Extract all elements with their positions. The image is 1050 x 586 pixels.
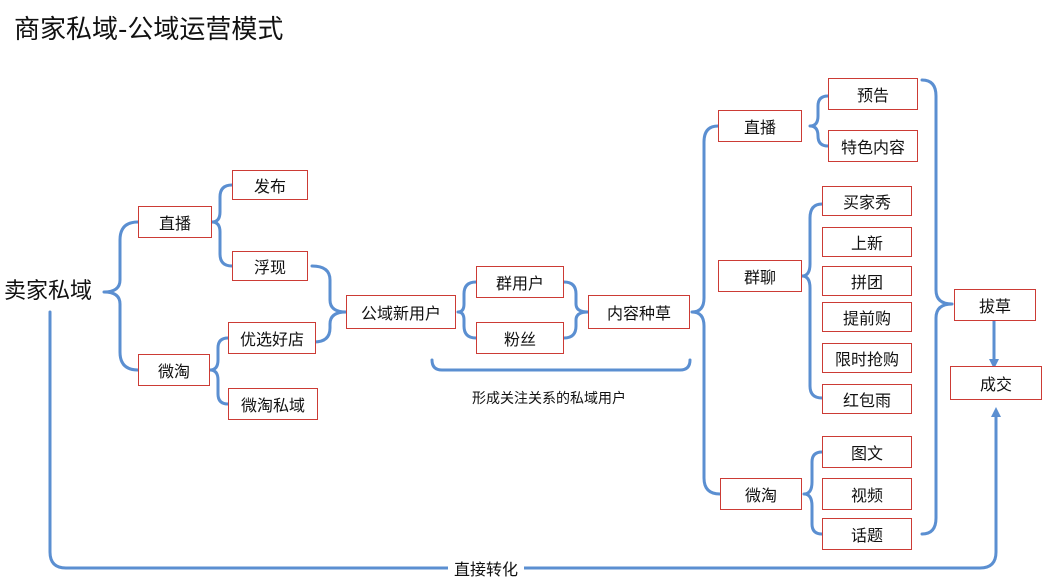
- brace-right-main: [690, 124, 722, 496]
- brace-left-live: [210, 183, 234, 268]
- node-right-red-packet: 红包雨: [822, 384, 912, 414]
- node-right-new-arrival: 上新: [822, 227, 912, 257]
- node-root-seller-private: 卖家私域: [4, 279, 93, 304]
- node-right-video: 视频: [822, 478, 912, 510]
- brace-root: [102, 220, 140, 372]
- node-right-special-content: 特色内容: [828, 130, 918, 162]
- node-group-users: 群用户: [476, 266, 564, 298]
- node-grass-pull: 拔草: [954, 289, 1036, 321]
- node-right-flash-sale: 限时抢购: [822, 343, 912, 373]
- node-right-weitao: 微淘: [720, 478, 802, 510]
- brace-right-final: [920, 78, 954, 536]
- node-right-group-buy: 拼团: [822, 266, 912, 296]
- diagram-title: 商家私域-公域运营模式: [14, 15, 284, 45]
- node-right-image-text: 图文: [822, 436, 912, 468]
- brace-right-weitao: [802, 450, 824, 536]
- node-left-float: 浮现: [232, 251, 308, 281]
- brace-right-live: [808, 94, 830, 148]
- node-right-live: 直播: [718, 110, 802, 142]
- label-private-users: 形成关注关系的私域用户: [472, 388, 626, 408]
- brace-split-users: [456, 280, 478, 340]
- node-right-buyer-show: 买家秀: [822, 186, 912, 216]
- label-direct-convert: 直接转化: [448, 556, 525, 580]
- node-right-topic: 话题: [822, 518, 912, 550]
- node-right-group-chat: 群聊: [718, 260, 802, 292]
- node-left-weitao: 微淘: [138, 354, 210, 386]
- node-right-preview: 预告: [828, 78, 918, 110]
- node-content-seeding: 内容种草: [588, 295, 690, 329]
- node-public-new-users: 公域新用户: [346, 295, 456, 329]
- brace-left-weitao: [208, 336, 230, 406]
- bracket-private-users: [430, 358, 692, 372]
- node-deal: 成交: [950, 366, 1042, 400]
- brace-right-group: [800, 202, 824, 400]
- node-left-live: 直播: [138, 206, 212, 238]
- node-left-publish: 发布: [232, 170, 308, 200]
- node-left-weitao-private: 微淘私域: [228, 388, 318, 420]
- node-fans: 粉丝: [476, 322, 564, 354]
- node-left-good-store: 优选好店: [228, 322, 316, 354]
- node-right-pre-purchase: 提前购: [822, 302, 912, 332]
- brace-merge-public: [310, 264, 348, 344]
- brace-merge-content: [562, 280, 590, 340]
